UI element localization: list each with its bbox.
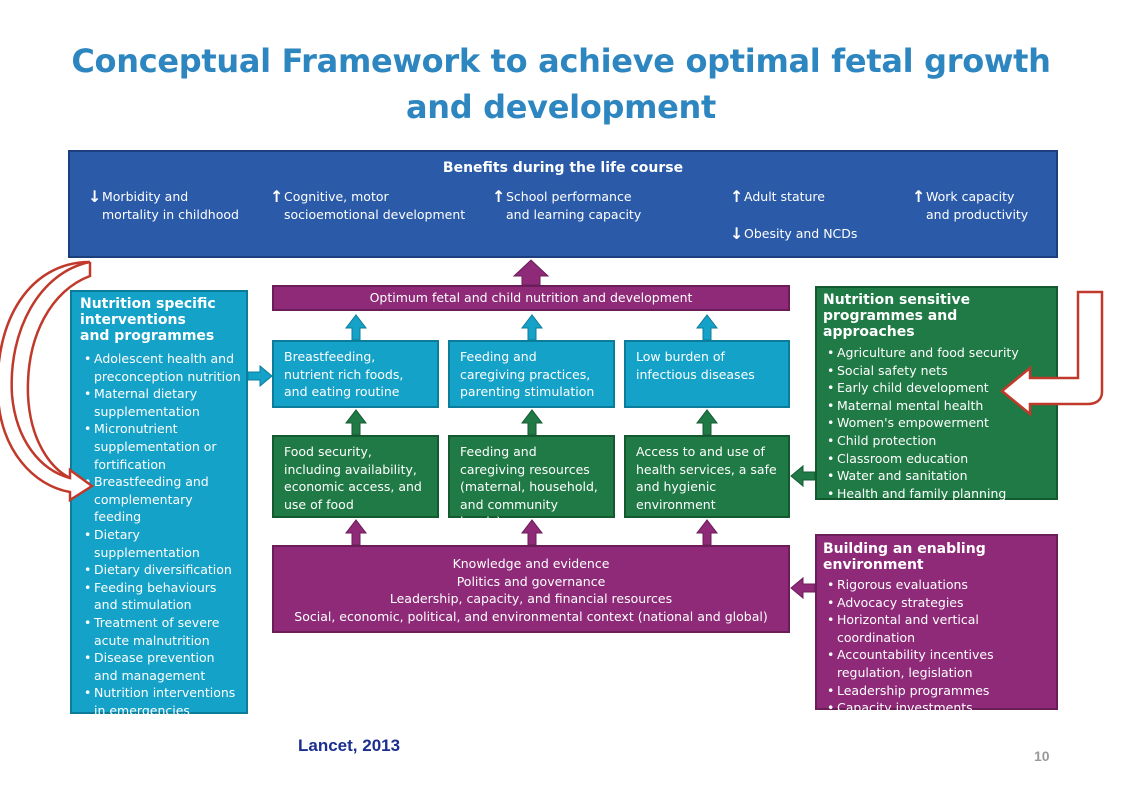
- slide-title: Conceptual Framework to achieve optimal …: [71, 42, 1051, 126]
- list-item: Horizontal and vertical coordination: [823, 611, 1052, 646]
- nutrition-sensitive-list: Agriculture and food security Social saf…: [823, 344, 1052, 520]
- basic-line: Social, economic, political, and environ…: [294, 608, 768, 624]
- immediate-determinant-box: Feeding and caregiving practices, parent…: [448, 340, 615, 408]
- benefit-line: socioemotional development: [284, 207, 466, 222]
- nutrition-specific-list: Adolescent health and preconception nutr…: [80, 350, 242, 719]
- benefit-item: ↑ Adult stature: [730, 188, 825, 206]
- arrow-left-icon: [790, 464, 816, 488]
- benefit-item: ↑ Work capacity and productivity: [912, 188, 1029, 224]
- enabling-environment-panel: Building an enabling environment Rigorou…: [815, 534, 1058, 734]
- basic-line: Politics and governance: [456, 573, 606, 589]
- underlying-determinant-box: Access to and use of health services, a …: [624, 435, 790, 518]
- list-item: Treatment of severe acute malnutrition: [80, 614, 242, 649]
- list-item: Rigorous evaluations: [823, 576, 1052, 594]
- list-item: Women's empowerment: [823, 414, 1052, 432]
- arrow-up-icon: [344, 314, 719, 341]
- benefits-panel: Benefits during the life course ↓ Morbid…: [68, 150, 1058, 258]
- page-number: 10: [1034, 748, 1050, 764]
- benefit-line: School performance: [506, 189, 632, 204]
- basic-line: Knowledge and evidence: [452, 556, 610, 571]
- benefit-line: Work capacity: [926, 189, 1015, 204]
- enabling-environment-list: Rigorous evaluations Advocacy strategies…: [823, 576, 1052, 734]
- title-line: Nutrition sensitive: [823, 292, 971, 308]
- benefit-line: Morbidity and: [102, 189, 189, 204]
- underlying-determinant-box: Food security, including availability, e…: [272, 435, 439, 518]
- list-item: Social safety nets: [823, 362, 1052, 380]
- list-item: Dietary supplementation: [80, 526, 242, 561]
- arrow-up-icon: ↑: [270, 187, 284, 206]
- list-item: Health and family planning services: [823, 485, 1052, 520]
- title-line: and programmes: [80, 328, 215, 344]
- benefits-heading: Benefits during the life course: [442, 160, 684, 176]
- benefit-line: Adult stature: [744, 189, 825, 204]
- arrow-up-icon: [512, 259, 550, 286]
- nutrition-specific-panel: Nutrition specific interventions and pro…: [70, 290, 248, 718]
- benefit-item: ↓ Morbidity and mortality in childhood: [88, 188, 239, 224]
- nutrition-specific-title: Nutrition specific interventions and pro…: [80, 296, 242, 344]
- list-item: Agriculture and food security: [823, 344, 1052, 362]
- list-item: Domestic resource mobilisation: [823, 717, 1052, 735]
- list-item: Dietary diversification: [80, 561, 242, 579]
- list-item: Adolescent health and preconception nutr…: [80, 350, 242, 385]
- title-line: Nutrition specific: [80, 296, 216, 312]
- immediate-determinant-box: Low burden of infectious diseases: [624, 340, 790, 408]
- list-item: Child protection: [823, 432, 1052, 450]
- list-item: Classroom education: [823, 450, 1052, 468]
- underlying-determinant-box: Feeding and caregiving resources (matern…: [448, 435, 615, 529]
- curved-arrow-icon: [0, 260, 95, 503]
- list-item: Maternal mental health: [823, 397, 1052, 415]
- benefit-line: mortality in childhood: [102, 207, 239, 222]
- arrow-up-icon: ↑: [912, 187, 926, 206]
- benefit-line: and productivity: [926, 207, 1029, 222]
- nutrition-sensitive-title: Nutrition sensitive programmes and appro…: [823, 292, 1052, 340]
- arrow-up-icon: ↑: [730, 187, 744, 206]
- list-item: Nutrition interventions in emergencies: [80, 684, 242, 719]
- basic-determinants-box: Knowledge and evidence Politics and gove…: [272, 545, 790, 633]
- benefit-line: Obesity and NCDs: [744, 226, 858, 241]
- list-item: Breastfeeding and complementary feeding: [80, 473, 242, 526]
- list-item: Early child development: [823, 379, 1052, 397]
- arrow-up-icon: ↑: [492, 187, 506, 206]
- benefit-line: Cognitive, motor: [284, 189, 389, 204]
- arrow-up-icon: [344, 409, 719, 436]
- list-item: Capacity investments: [823, 699, 1052, 717]
- list-item: Advocacy strategies: [823, 594, 1052, 612]
- optimum-nutrition-bar: Optimum fetal and child nutrition and de…: [272, 285, 790, 311]
- list-item: Micronutrient supplementation or fortifi…: [80, 420, 242, 473]
- arrow-right-icon: [247, 364, 273, 388]
- list-item: Disease prevention and management: [80, 649, 242, 684]
- arrow-down-icon: ↓: [88, 187, 102, 206]
- list-item: Feeding behaviours and stimulation: [80, 579, 242, 614]
- benefit-item: ↑ Cognitive, motor socioemotional develo…: [270, 188, 466, 224]
- immediate-determinant-box: Breastfeeding, nutrient rich foods, and …: [272, 340, 439, 408]
- list-item: Accountability incentives regulation, le…: [823, 646, 1052, 681]
- arrow-down-icon: ↓: [730, 224, 744, 243]
- basic-line: Leadership, capacity, and financial reso…: [389, 591, 673, 606]
- title-line: programmes and approaches: [823, 308, 958, 340]
- list-item: Leadership programmes: [823, 682, 1052, 700]
- list-item: Maternal dietary supplementation: [80, 385, 242, 420]
- benefit-line: and learning capacity: [506, 207, 642, 222]
- benefit-item: ↑ School performance and learning capaci…: [492, 188, 642, 224]
- bent-arrow-icon: [1000, 290, 1104, 417]
- arrow-up-icon: [344, 519, 719, 546]
- list-item: Water and sanitation: [823, 467, 1052, 485]
- citation: Lancet, 2013: [298, 736, 401, 755]
- benefit-item: ↓ Obesity and NCDs: [730, 225, 858, 243]
- enabling-environment-title: Building an enabling environment: [823, 541, 986, 573]
- arrow-left-icon: [790, 576, 816, 600]
- title-line: interventions: [80, 312, 186, 328]
